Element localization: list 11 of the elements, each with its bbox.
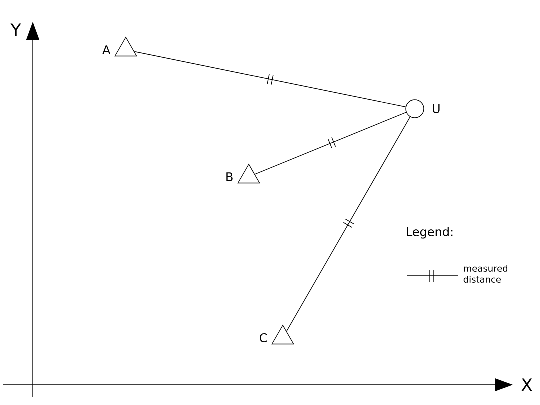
node-label: C bbox=[260, 333, 268, 343]
node-label: U bbox=[433, 104, 440, 114]
measured-line bbox=[254, 112, 407, 175]
text-label: Legend: bbox=[407, 227, 453, 239]
measured-line bbox=[286, 116, 411, 332]
text-label: Y bbox=[10, 24, 22, 36]
text-label: X bbox=[522, 378, 532, 392]
measured-line bbox=[134, 51, 406, 108]
node-label: A bbox=[102, 46, 111, 54]
legend-text: measured distance bbox=[464, 265, 508, 283]
node-label: B bbox=[226, 172, 233, 182]
